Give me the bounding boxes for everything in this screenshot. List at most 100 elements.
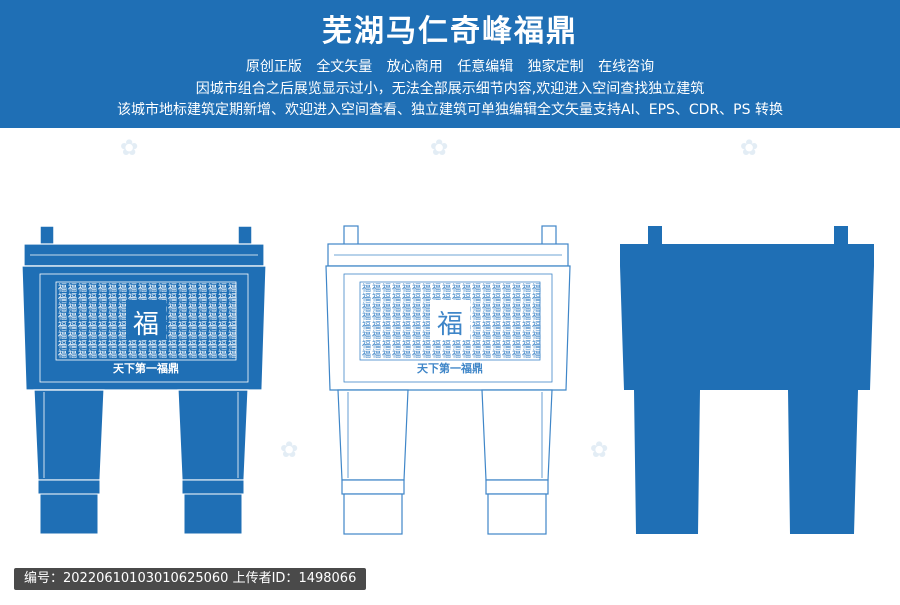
grid-char: 福	[178, 282, 187, 294]
grid-char: 福	[108, 282, 117, 294]
ding-filled-detail: 福福福福福福福福福福福福福福福福福福福福福福福福福福福福福福福福福福福福福福福福…	[21, 225, 267, 535]
grid-char: 福	[472, 329, 481, 341]
grid-char: 福	[138, 291, 147, 303]
grid-char: 福	[148, 291, 157, 303]
grid-char: 福	[168, 348, 177, 360]
grid-char: 福	[148, 282, 157, 294]
grid-char: 福	[412, 291, 421, 303]
grid-char: 福	[472, 301, 481, 313]
grid-char: 福	[228, 338, 237, 350]
grid-char: 福	[512, 348, 521, 360]
grid-char: 福	[118, 338, 127, 350]
ding-outline: 福福福福福福福福福福福福福福福福福福福福福福福福福福福福福福福福福福福福福福福福…	[325, 225, 571, 535]
watermark-logo: ✿	[120, 136, 139, 161]
grid-char: 福	[502, 348, 511, 360]
feature-consult: 在线咨询	[598, 59, 655, 75]
grid-char: 福	[482, 310, 491, 322]
grid-char: 福	[422, 291, 431, 303]
grid-char: 福	[382, 348, 391, 360]
grid-char: 福	[228, 310, 237, 322]
grid-char: 福	[168, 291, 177, 303]
grid-char: 福	[532, 320, 541, 332]
grid-char: 福	[492, 282, 501, 294]
grid-char: 福	[128, 338, 137, 350]
grid-char: 福	[492, 291, 501, 303]
grid-char: 福	[168, 282, 177, 294]
grid-char: 福	[422, 310, 431, 322]
grid-char: 福	[512, 301, 521, 313]
grid-char: 福	[118, 291, 127, 303]
grid-char: 福	[128, 291, 137, 303]
grid-char: 福	[58, 338, 67, 350]
grid-char: 福	[88, 301, 97, 313]
grid-char: 福	[108, 301, 117, 313]
grid-char: 福	[372, 282, 381, 294]
grid-char: 福	[168, 310, 177, 322]
grid-char: 福	[432, 348, 441, 360]
ding-inscription: 天下第一福鼎	[113, 361, 179, 375]
grid-char: 福	[138, 338, 147, 350]
grid-char: 福	[372, 301, 381, 313]
grid-char: 福	[98, 310, 107, 322]
grid-char: 福	[138, 348, 147, 360]
grid-char: 福	[218, 282, 227, 294]
notice-line-1: 因城市组合之后展览显示过小，无法全部展示细节内容,欢迎进入空间查找独立建筑	[195, 81, 705, 97]
grid-char: 福	[198, 291, 207, 303]
grid-char: 福	[512, 310, 521, 322]
grid-char: 福	[168, 329, 177, 341]
feature-editable: 任意编辑	[457, 59, 514, 75]
grid-char: 福	[382, 310, 391, 322]
grid-char: 福	[362, 282, 371, 294]
grid-char: 福	[168, 301, 177, 313]
grid-char: 福	[58, 291, 67, 303]
grid-char: 福	[98, 320, 107, 332]
grid-char: 福	[88, 348, 97, 360]
grid-char: 福	[392, 301, 401, 313]
grid-char: 福	[412, 310, 421, 322]
grid-char: 福	[362, 320, 371, 332]
grid-char: 福	[78, 301, 87, 313]
grid-char: 福	[382, 282, 391, 294]
grid-char: 福	[198, 301, 207, 313]
grid-char: 福	[422, 320, 431, 332]
feature-original: 原创正版	[245, 59, 302, 75]
grid-char: 福	[218, 338, 227, 350]
illustration-stage: 福福福福福福福福福福福福福福福福福福福福福福福福福福福福福福福福福福福福福福福福…	[0, 128, 900, 560]
grid-char: 福	[442, 282, 451, 294]
grid-char: 福	[482, 282, 491, 294]
grid-char: 福	[452, 291, 461, 303]
grid-char: 福	[532, 310, 541, 322]
grid-char: 福	[472, 320, 481, 332]
grid-char: 福	[88, 320, 97, 332]
grid-char: 福	[138, 282, 147, 294]
grid-char: 福	[382, 291, 391, 303]
notice-line-2: 该城市地标建筑定期新增、欢迎进入空间查看、独立建筑可单独编辑全文矢量支持AI、E…	[117, 102, 783, 118]
grid-char: 福	[108, 348, 117, 360]
grid-char: 福	[208, 329, 217, 341]
grid-char: 福	[58, 310, 67, 322]
grid-char: 福	[78, 291, 87, 303]
grid-char: 福	[382, 329, 391, 341]
grid-char: 福	[392, 282, 401, 294]
grid-char: 福	[78, 320, 87, 332]
uploader-label: 上传者ID：	[232, 571, 299, 586]
grid-char: 福	[462, 338, 471, 350]
grid-char: 福	[158, 338, 167, 350]
grid-char: 福	[188, 338, 197, 350]
grid-char: 福	[502, 282, 511, 294]
grid-char: 福	[68, 301, 77, 313]
ding-outline-inscription: 天下第一福鼎	[417, 361, 483, 375]
grid-char: 福	[218, 291, 227, 303]
grid-char: 福	[228, 329, 237, 341]
grid-char: 福	[372, 329, 381, 341]
grid-char: 福	[462, 282, 471, 294]
grid-char: 福	[98, 329, 107, 341]
grid-char: 福	[522, 301, 531, 313]
grid-char: 福	[392, 291, 401, 303]
grid-char: 福	[502, 291, 511, 303]
grid-char: 福	[188, 310, 197, 322]
grid-char: 福	[88, 291, 97, 303]
grid-char: 福	[108, 291, 117, 303]
grid-char: 福	[412, 338, 421, 350]
grid-char: 福	[382, 301, 391, 313]
